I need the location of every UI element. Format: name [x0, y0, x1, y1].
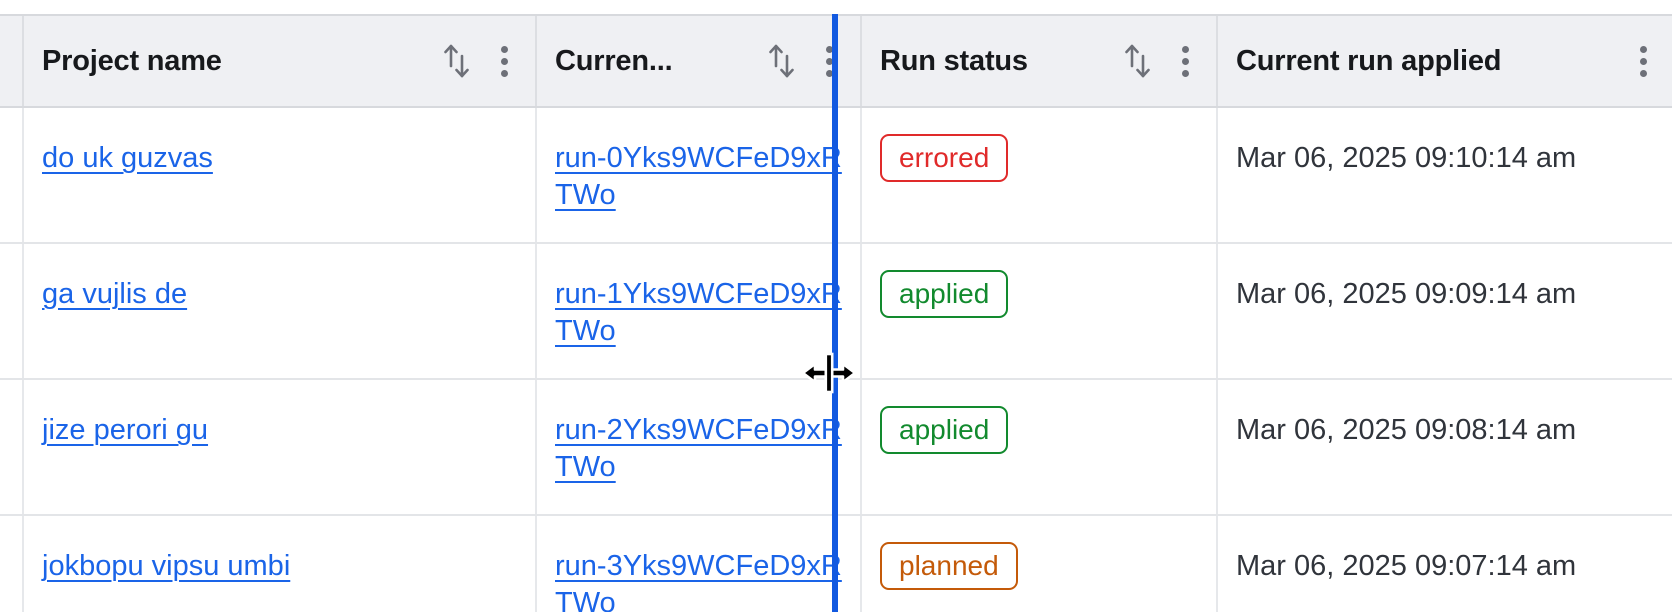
row-gutter [0, 108, 24, 242]
header-cell-current-run[interactable]: Curren... [537, 16, 862, 106]
cell-current-run: run-3Yks9WCFeD9xRTWo [537, 516, 862, 612]
project-name-link[interactable]: do uk guzvas [42, 142, 213, 174]
current-run-applied-text: Mar 06, 2025 09:09:14 am [1236, 278, 1577, 310]
header-cell-project-name[interactable]: Project name [24, 16, 537, 106]
status-badge: planned [880, 542, 1018, 590]
kebab-dot-3 [1181, 69, 1189, 77]
cell-current-run: run-1Yks9WCFeD9xRTWo [537, 244, 862, 378]
project-name-link[interactable]: jize perori gu [42, 414, 209, 446]
cell-current-run-applied: Mar 06, 2025 09:10:14 am [1218, 108, 1672, 242]
cell-run-status: planned [862, 516, 1218, 612]
cell-project-name: ga vujlis de [24, 244, 537, 378]
cell-project-name: jokbopu vipsu umbi [24, 516, 537, 612]
cell-current-run-applied: Mar 06, 2025 09:07:14 am [1218, 516, 1672, 612]
column-menu-icon[interactable] [1172, 41, 1198, 81]
sort-icon[interactable] [1120, 41, 1154, 81]
column-menu-icon[interactable] [1630, 41, 1656, 81]
kebab-dot-2 [1181, 57, 1189, 65]
current-run-applied-text: Mar 06, 2025 09:08:14 am [1236, 414, 1577, 446]
column-resize-handle[interactable] [832, 14, 838, 612]
sort-icon[interactable] [439, 41, 473, 81]
project-name-link[interactable]: ga vujlis de [42, 278, 188, 310]
cell-current-run: run-0Yks9WCFeD9xRTWo [537, 108, 862, 242]
row-gutter [0, 516, 24, 612]
kebab-dot-2 [825, 57, 833, 65]
cell-current-run: run-2Yks9WCFeD9xRTWo [537, 380, 862, 514]
header-cell-gutter [0, 16, 24, 106]
kebab-dot-1 [1639, 45, 1647, 53]
cell-run-status: applied [862, 380, 1218, 514]
current-run-link[interactable]: run-0Yks9WCFeD9xRTWo [555, 142, 842, 212]
cell-current-run-applied: Mar 06, 2025 09:08:14 am [1218, 380, 1672, 514]
row-gutter [0, 380, 24, 514]
kebab-dot-2 [1639, 57, 1647, 65]
current-run-link[interactable]: run-3Yks9WCFeD9xRTWo [555, 550, 842, 612]
header-label-current-run-applied: Current run applied [1236, 44, 1502, 77]
header-cell-run-status[interactable]: Run status [862, 16, 1218, 106]
cell-project-name: jize perori gu [24, 380, 537, 514]
column-menu-icon[interactable] [816, 41, 842, 81]
row-gutter [0, 244, 24, 378]
current-run-link[interactable]: run-1Yks9WCFeD9xRTWo [555, 278, 842, 348]
kebab-dot-3 [500, 69, 508, 77]
kebab-dot-1 [1181, 45, 1189, 53]
status-badge: applied [880, 406, 1009, 454]
sort-icon[interactable] [764, 41, 798, 81]
column-menu-icon[interactable] [491, 41, 517, 81]
header-label-current-run: Curren... [555, 44, 673, 77]
current-run-link[interactable]: run-2Yks9WCFeD9xRTWo [555, 414, 842, 484]
kebab-dot-1 [500, 45, 508, 53]
kebab-dot-3 [1639, 69, 1647, 77]
project-name-link[interactable]: jokbopu vipsu umbi [42, 550, 291, 582]
cell-run-status: errored [862, 108, 1218, 242]
kebab-dot-3 [825, 69, 833, 77]
header-cell-current-run-applied[interactable]: Current run applied [1218, 16, 1672, 106]
kebab-dot-2 [500, 57, 508, 65]
header-label-run-status: Run status [880, 44, 1028, 77]
header-label-project-name: Project name [42, 44, 222, 77]
status-badge: errored [880, 134, 1009, 182]
cell-current-run-applied: Mar 06, 2025 09:09:14 am [1218, 244, 1672, 378]
current-run-applied-text: Mar 06, 2025 09:07:14 am [1236, 550, 1577, 582]
kebab-dot-1 [825, 45, 833, 53]
cell-run-status: applied [862, 244, 1218, 378]
cell-project-name: do uk guzvas [24, 108, 537, 242]
current-run-applied-text: Mar 06, 2025 09:10:14 am [1236, 142, 1577, 174]
status-badge: applied [880, 270, 1009, 318]
